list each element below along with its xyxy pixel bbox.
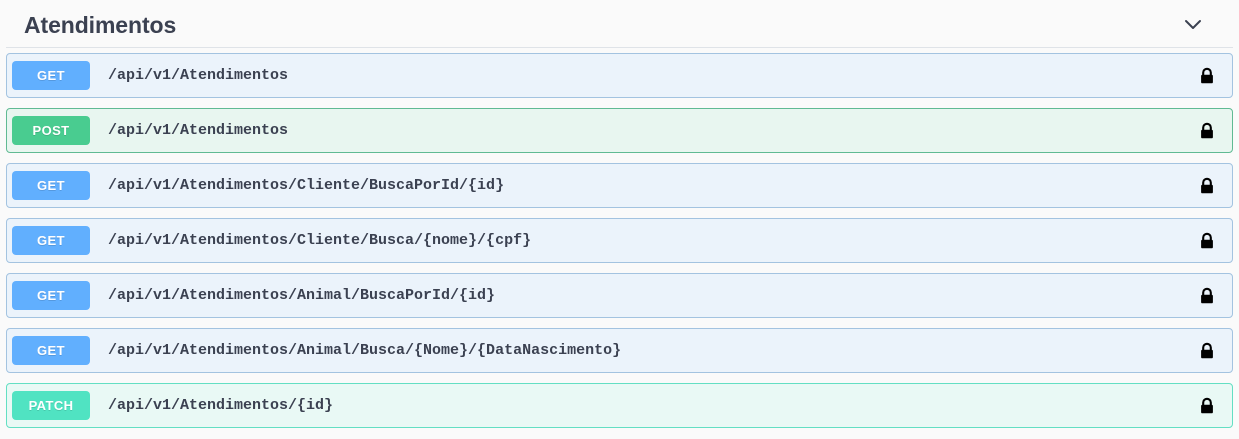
- operation-path: /api/v1/Atendimentos/Cliente/Busca/{nome…: [108, 232, 532, 249]
- http-method-badge: POST: [12, 116, 90, 145]
- operation-path: /api/v1/Atendimentos/Animal/BuscaPorId/{…: [108, 287, 496, 304]
- http-method-badge: GET: [12, 171, 90, 200]
- lock-icon[interactable]: [1196, 340, 1218, 362]
- http-method-badge: GET: [12, 226, 90, 255]
- lock-icon[interactable]: [1196, 395, 1218, 417]
- operation-row[interactable]: GET/api/v1/Atendimentos/Animal/Busca/{No…: [6, 328, 1233, 373]
- http-method-badge: GET: [12, 281, 90, 310]
- page-title: Atendimentos: [24, 11, 177, 38]
- lock-icon[interactable]: [1196, 120, 1218, 142]
- http-method-badge: GET: [12, 336, 90, 365]
- operation-path: /api/v1/Atendimentos/{id}: [108, 397, 334, 414]
- chevron-down-icon: [1180, 11, 1206, 37]
- operation-path: /api/v1/Atendimentos: [108, 122, 289, 139]
- operation-path: /api/v1/Atendimentos/Animal/Busca/{Nome}…: [108, 342, 622, 359]
- operation-path: /api/v1/Atendimentos: [108, 67, 289, 84]
- operation-row[interactable]: GET/api/v1/Atendimentos/Cliente/BuscaPor…: [6, 163, 1233, 208]
- lock-icon[interactable]: [1196, 285, 1218, 307]
- operation-row[interactable]: GET/api/v1/Atendimentos/Animal/BuscaPorI…: [6, 273, 1233, 318]
- lock-icon[interactable]: [1196, 230, 1218, 252]
- operation-path: /api/v1/Atendimentos/Cliente/BuscaPorId/…: [108, 177, 505, 194]
- collapse-section-button[interactable]: [1173, 4, 1213, 44]
- lock-icon[interactable]: [1196, 175, 1218, 197]
- http-method-badge: PATCH: [12, 391, 90, 420]
- tag-header[interactable]: Atendimentos: [6, 0, 1233, 48]
- operation-row[interactable]: GET/api/v1/Atendimentos/Cliente/Busca/{n…: [6, 218, 1233, 263]
- operation-row[interactable]: POST/api/v1/Atendimentos: [6, 108, 1233, 153]
- lock-icon[interactable]: [1196, 65, 1218, 87]
- operation-row[interactable]: PATCH/api/v1/Atendimentos/{id}: [6, 383, 1233, 428]
- http-method-badge: GET: [12, 61, 90, 90]
- operation-row[interactable]: GET/api/v1/Atendimentos: [6, 53, 1233, 98]
